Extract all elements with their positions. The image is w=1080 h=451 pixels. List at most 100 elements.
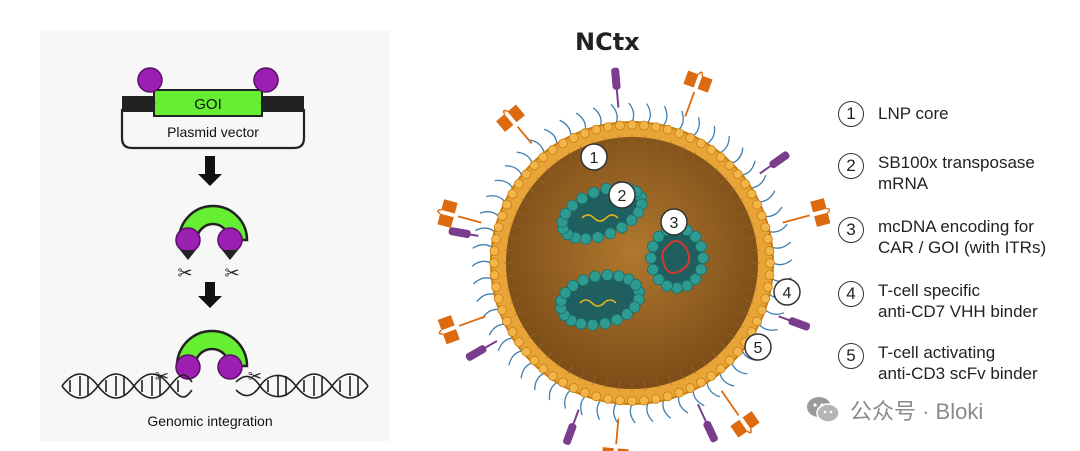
peg-hair	[497, 337, 513, 352]
peg-hair	[592, 107, 602, 126]
watermark-text: 公众号 · Bloki	[850, 399, 984, 424]
binder-head	[703, 420, 718, 443]
itr-end	[180, 250, 196, 260]
peg-hair	[772, 259, 793, 266]
arrow-down	[205, 282, 215, 298]
lipid-bead	[489, 246, 500, 256]
vhh-binder	[697, 403, 718, 443]
peg-hair	[769, 223, 788, 233]
lnp-core	[506, 137, 758, 389]
scfv-binder	[782, 198, 830, 227]
legend-number: 4	[838, 281, 864, 307]
lipid-tail	[545, 167, 554, 176]
peg-hair	[516, 151, 533, 164]
peg-hair	[706, 125, 716, 145]
peg-hair	[596, 400, 602, 420]
lipid-bead	[559, 207, 572, 220]
lipid-bead	[625, 214, 638, 227]
lipid-bead	[502, 199, 512, 210]
lipid-tail	[504, 274, 515, 277]
vhh-binder	[563, 409, 580, 445]
binder-domain	[496, 114, 514, 132]
lipid-bead	[760, 293, 771, 304]
lipid-bead	[681, 279, 693, 292]
peg-hair	[529, 139, 545, 153]
lipid-tail	[579, 370, 585, 381]
lipid-bead	[689, 273, 702, 286]
binder-domain	[697, 75, 713, 93]
lipid-bead	[740, 178, 750, 189]
lipid-tail	[504, 249, 515, 252]
lipid-bead	[715, 363, 726, 374]
peg-hair	[629, 403, 636, 424]
vhh-binder	[611, 67, 621, 108]
lipid-bead	[662, 391, 673, 402]
lipid-bead	[575, 317, 587, 330]
lipid-bead	[752, 199, 762, 210]
lipid-bead	[615, 120, 625, 131]
lipid-tail	[710, 167, 719, 176]
binder-domain	[810, 198, 827, 213]
lipid-tail	[749, 249, 760, 252]
lipid-bead	[601, 269, 614, 282]
plasmid-integration-panel: GOI Plasmid vector ✂ ✂ ✂ ✂	[40, 30, 390, 441]
lipid-bead	[732, 346, 743, 357]
peg-hair	[742, 160, 756, 176]
peg-hair	[520, 362, 533, 379]
binder-stalk	[778, 315, 791, 322]
lipid-bead	[558, 377, 568, 388]
lipid-bead	[696, 138, 706, 149]
lipid-bead	[591, 124, 602, 135]
lipid-tail	[667, 375, 673, 385]
lipid-bead	[615, 221, 628, 234]
peg-hair	[471, 260, 492, 267]
binder-stalk	[516, 126, 533, 145]
legend-item-cd7-binder: 4 T-cell specific anti-CD7 VHH binder	[838, 280, 1038, 322]
binder-stalk	[720, 390, 740, 416]
peg-hair	[759, 190, 776, 203]
lipid-bead	[529, 355, 540, 366]
lipid-bead	[586, 318, 599, 331]
lipid-tail	[618, 135, 621, 146]
lipid-tail	[567, 364, 574, 375]
lipid-bead	[538, 152, 549, 163]
lipid-bead	[489, 258, 499, 268]
binder-stalk	[457, 215, 482, 224]
peg-hair	[719, 373, 735, 387]
lipid-bead	[576, 192, 589, 205]
lipid-tail	[700, 159, 708, 168]
peg-hair	[765, 206, 783, 218]
svg-text:5: 5	[754, 340, 763, 357]
lipid-tail	[510, 298, 520, 304]
svg-text:1: 1	[590, 150, 599, 167]
genomic-label: Genomic integration	[147, 413, 272, 429]
lipid-bead	[603, 394, 613, 404]
binder-linker	[438, 329, 443, 335]
binder-stalk	[759, 164, 772, 175]
binder-head	[769, 151, 790, 169]
scissors-icon: ✂	[224, 263, 239, 283]
peg-hair	[706, 382, 721, 398]
lipid-tail	[510, 222, 520, 228]
arrow-down	[205, 156, 215, 176]
legend-text: LNP core	[878, 104, 949, 123]
scfv-binder	[683, 70, 713, 117]
vhh-binder	[448, 227, 479, 238]
lipid-bead	[647, 263, 659, 276]
lipid-tail	[514, 210, 525, 216]
peg-hair	[678, 110, 684, 131]
legend-number: 2	[838, 153, 864, 179]
lipid-bead	[756, 305, 767, 316]
lipid-bead	[639, 395, 649, 406]
peg-hair	[508, 350, 522, 366]
nctx-title: NCtx	[575, 28, 640, 56]
peg-hair	[719, 135, 730, 154]
lipid-bead	[674, 387, 685, 398]
lipid-bead	[568, 383, 579, 393]
marker-4: 4	[773, 278, 801, 306]
scfv-binder	[720, 390, 760, 438]
peg-hair	[613, 402, 618, 423]
binder-head	[788, 317, 811, 331]
lipid-tail	[545, 350, 554, 359]
scissors-icon: ✂	[177, 263, 192, 283]
